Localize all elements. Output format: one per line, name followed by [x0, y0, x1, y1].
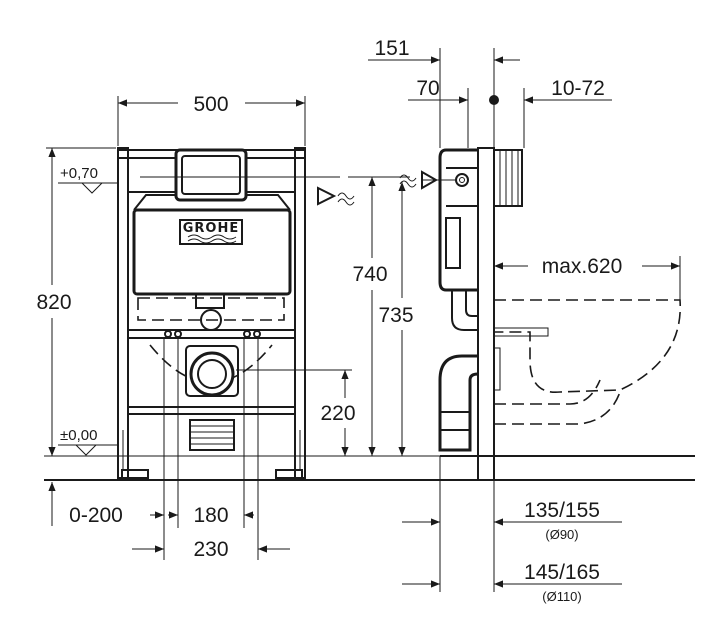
dim-supply-height: 740: [352, 263, 387, 286]
right-upright: [294, 147, 306, 479]
supply-connector: [493, 149, 523, 207]
dim-frame-width: 500: [193, 93, 228, 116]
dim-total-height: 820: [36, 291, 71, 314]
right-foot: [275, 469, 303, 479]
pan-connector-outline: [137, 297, 285, 321]
dim-flush-height: 735: [378, 304, 413, 327]
dim-fixing-spacing: 180: [193, 504, 228, 527]
level-marker-upper: [81, 182, 103, 194]
dim-depth-total: 151: [374, 37, 409, 60]
wall-reference-dot: [489, 95, 499, 105]
brand-plate: [179, 219, 243, 245]
fixing-bolt-right: [243, 330, 251, 338]
dim-foot-adjust: 0-200: [69, 504, 123, 527]
side-frame-upright: [477, 147, 495, 481]
fixing-bolt-left: [164, 330, 172, 338]
dim-drain-small-diameter: (Ø90): [545, 527, 578, 542]
dim-outlet-height: 220: [320, 402, 355, 425]
side-cistern: [438, 148, 478, 292]
level-marker-floor: [75, 444, 97, 456]
side-valve: [455, 173, 469, 187]
side-water-supply-icon: [421, 170, 439, 190]
dim-floor-level: ±0,00: [60, 427, 97, 444]
side-view: [399, 147, 695, 481]
wc-bowl-outline: [494, 299, 681, 393]
dim-drain-large-diameter: (Ø110): [542, 589, 582, 604]
dim-bowl-projection: max.620: [542, 255, 623, 278]
dim-drain-large: 145/165: [524, 561, 600, 584]
water-supply-icon: [317, 186, 337, 206]
left-foot: [121, 469, 149, 479]
dim-wall-adjust: 10-72: [551, 77, 605, 100]
wc-fixing-bolt: [493, 327, 549, 337]
brand-logo: GROHE: [183, 221, 240, 236]
dim-upper-level: +0,70: [60, 165, 98, 182]
drain-pipe: [189, 419, 235, 451]
side-dimensions: 151 70 10-72 max.620 135/155 (Ø90) 145/1…: [368, 37, 681, 604]
dim-outlet-spacing: 230: [193, 538, 228, 561]
flush-pipe: [195, 293, 225, 309]
left-upright: [117, 147, 129, 479]
dim-drain-small: 135/155: [524, 499, 600, 522]
side-flush-bend: [451, 290, 478, 331]
dim-cistern-depth: 70: [416, 77, 439, 100]
side-drain-bend: [438, 354, 479, 452]
flush-bend: [200, 309, 222, 331]
front-view: GROHE: [44, 147, 440, 481]
flush-plate-opening: [174, 148, 248, 202]
front-dimensions: 500 820 +0,70 ±0,00 740 735 220 0-200: [36, 93, 413, 561]
